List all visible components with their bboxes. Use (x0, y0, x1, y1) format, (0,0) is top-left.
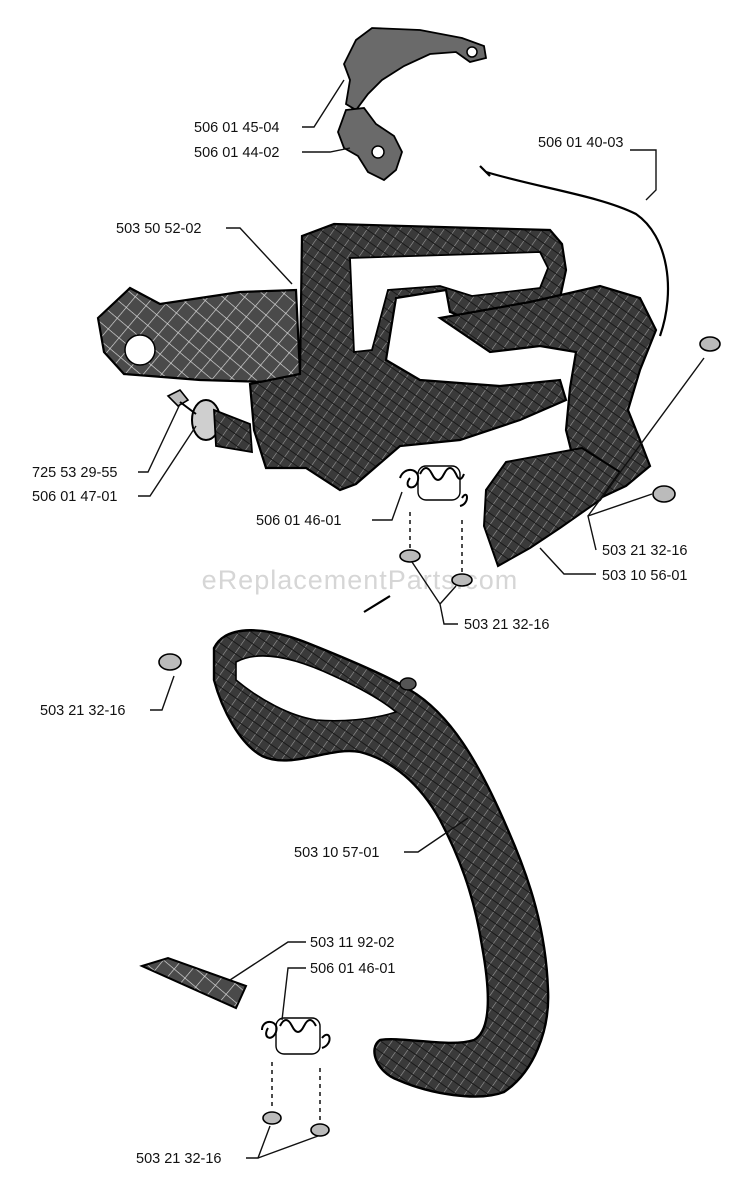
label-503-50-52-02: 503 50 52-02 (116, 221, 201, 237)
label-503-21-32-16-right: 503 21 32-16 (602, 543, 687, 559)
brake-lever-part (337, 27, 488, 182)
screw-front-left-part (158, 653, 182, 671)
label-725-53-29-55: 725 53 29-55 (32, 465, 117, 481)
bushing-part (166, 388, 253, 454)
spring-upper-part (399, 465, 468, 507)
front-handle-part (212, 629, 550, 1098)
brake-wire-part (479, 165, 670, 337)
label-506-01-45-04: 506 01 45-04 (194, 120, 279, 136)
screws-upper-part (363, 336, 721, 613)
label-506-01-46-01-upper: 506 01 46-01 (256, 513, 341, 529)
rubber-pad-part (139, 956, 248, 1010)
label-506-01-40-03: 506 01 40-03 (538, 135, 623, 151)
label-506-01-44-02: 506 01 44-02 (194, 145, 279, 161)
label-503-10-57-01: 503 10 57-01 (294, 845, 379, 861)
part-labels: 506 01 45-04 506 01 44-02 506 01 40-03 5… (32, 120, 687, 1167)
screws-lower-part (262, 1062, 330, 1137)
label-503-21-32-16-bottom: 503 21 32-16 (136, 1151, 221, 1167)
leader-lines (138, 79, 705, 1159)
label-503-21-32-16-middle: 503 21 32-16 (464, 617, 549, 633)
label-506-01-46-01-lower: 506 01 46-01 (310, 961, 395, 977)
label-503-11-92-02: 503 11 92-02 (310, 935, 394, 951)
label-503-21-32-16-left: 503 21 32-16 (40, 703, 125, 719)
label-506-01-47-01: 506 01 47-01 (32, 489, 117, 505)
spring-lower-part (261, 1017, 331, 1055)
label-503-10-56-01: 503 10 56-01 (602, 568, 687, 584)
main-housing-part (96, 222, 658, 568)
